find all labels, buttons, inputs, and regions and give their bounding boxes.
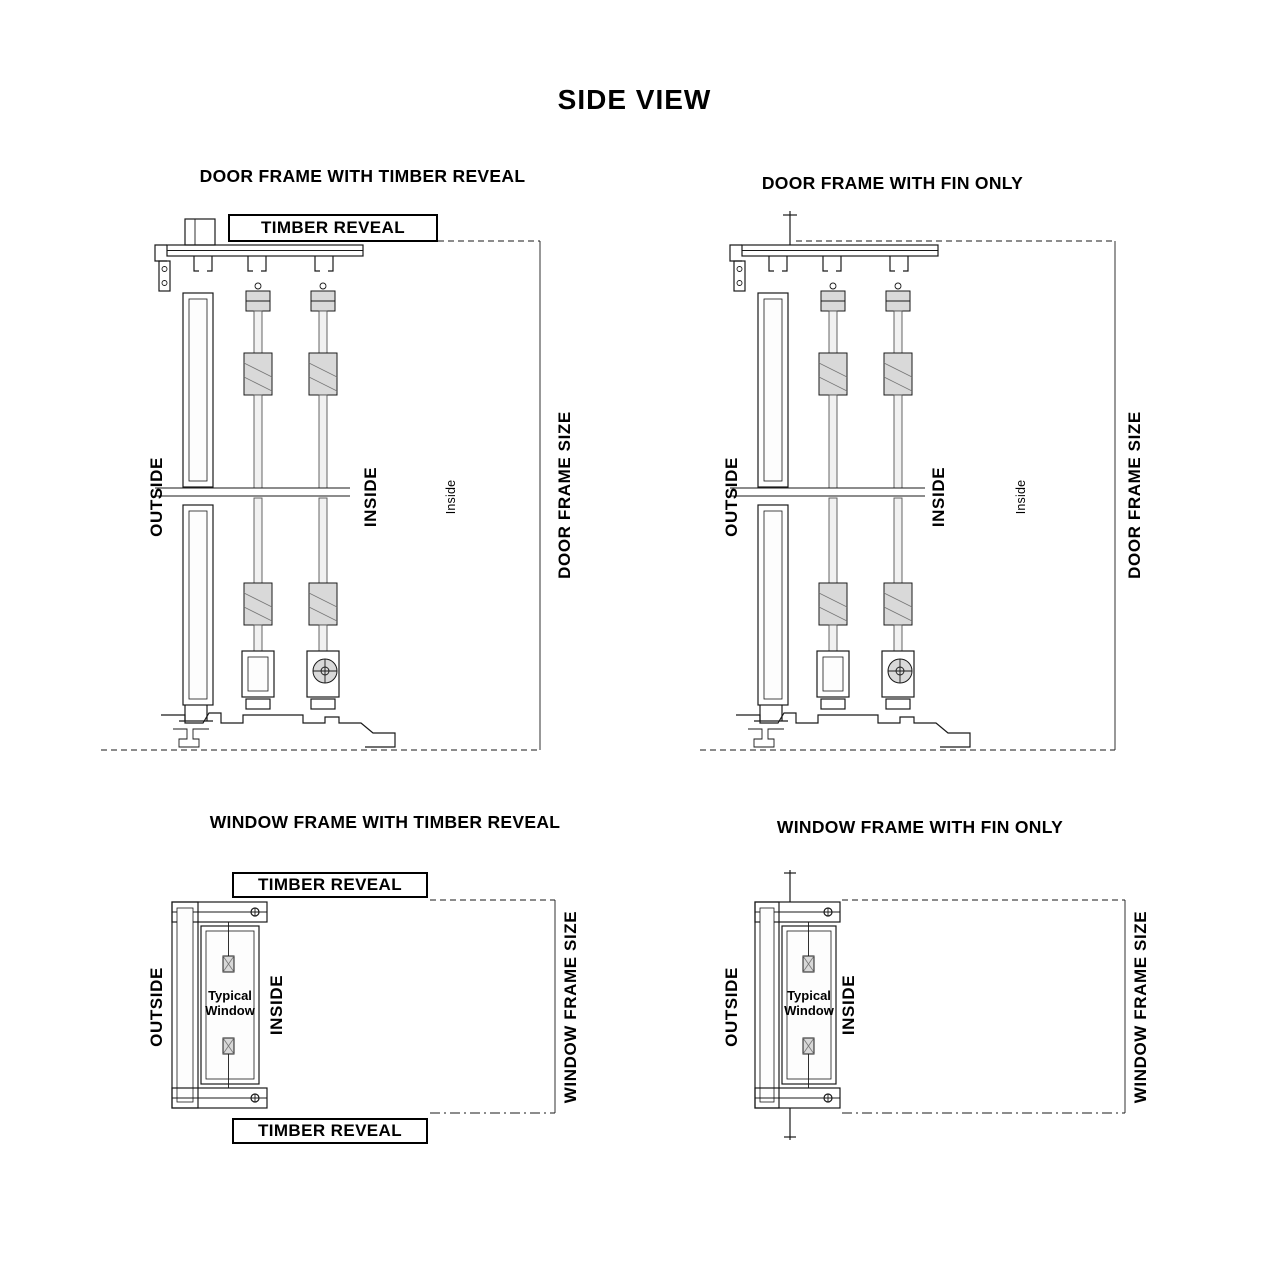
door-fin-heading: DOOR FRAME WITH FIN ONLY <box>761 173 1024 193</box>
door-fin-outside-label: OUTSIDE <box>722 457 741 537</box>
window-fin-section-drawing <box>754 870 1126 1140</box>
window-fin-frame-size-label: WINDOW FRAME SIZE <box>1131 910 1150 1104</box>
door-timber-heading: DOOR FRAME WITH TIMBER REVEAL <box>199 166 526 186</box>
window-fin-heading: WINDOW FRAME WITH FIN ONLY <box>776 817 1064 837</box>
window-timber-heading: WINDOW FRAME WITH TIMBER REVEAL <box>209 812 561 832</box>
door-timber-outside-label: OUTSIDE <box>147 457 166 537</box>
door-fin-section-drawing <box>700 211 1116 751</box>
window-timber-inside-label: INSIDE <box>267 974 286 1036</box>
door-fin-inside-note: Inside <box>1014 479 1028 515</box>
door-timber-inside-note: Inside <box>444 479 458 515</box>
window-timber-frame-size-label: WINDOW FRAME SIZE <box>561 910 580 1104</box>
door-fin-inside-label: INSIDE <box>929 466 948 528</box>
window-timber-reveal-top-label: TIMBER REVEAL <box>232 872 428 898</box>
door-timber-section-drawing <box>101 218 541 751</box>
window-timber-outside-label: OUTSIDE <box>147 967 166 1047</box>
window-fin-outside-label: OUTSIDE <box>722 967 741 1047</box>
door-timber-inside-label: INSIDE <box>361 466 380 528</box>
window-fin-typical-window-note: Typical Window <box>784 988 834 1018</box>
page-title: SIDE VIEW <box>557 84 712 115</box>
window-timber-reveal-bottom-label: TIMBER REVEAL <box>232 1118 428 1144</box>
window-timber-section-drawing <box>171 899 556 1114</box>
window-fin-inside-label: INSIDE <box>839 974 858 1036</box>
window-timber-typical-window-note: Typical Window <box>205 988 255 1018</box>
door-fin-frame-size-label: DOOR FRAME SIZE <box>1125 411 1144 579</box>
door-timber-frame-size-label: DOOR FRAME SIZE <box>555 411 574 579</box>
door-timber-reveal-label: TIMBER REVEAL <box>228 214 438 242</box>
